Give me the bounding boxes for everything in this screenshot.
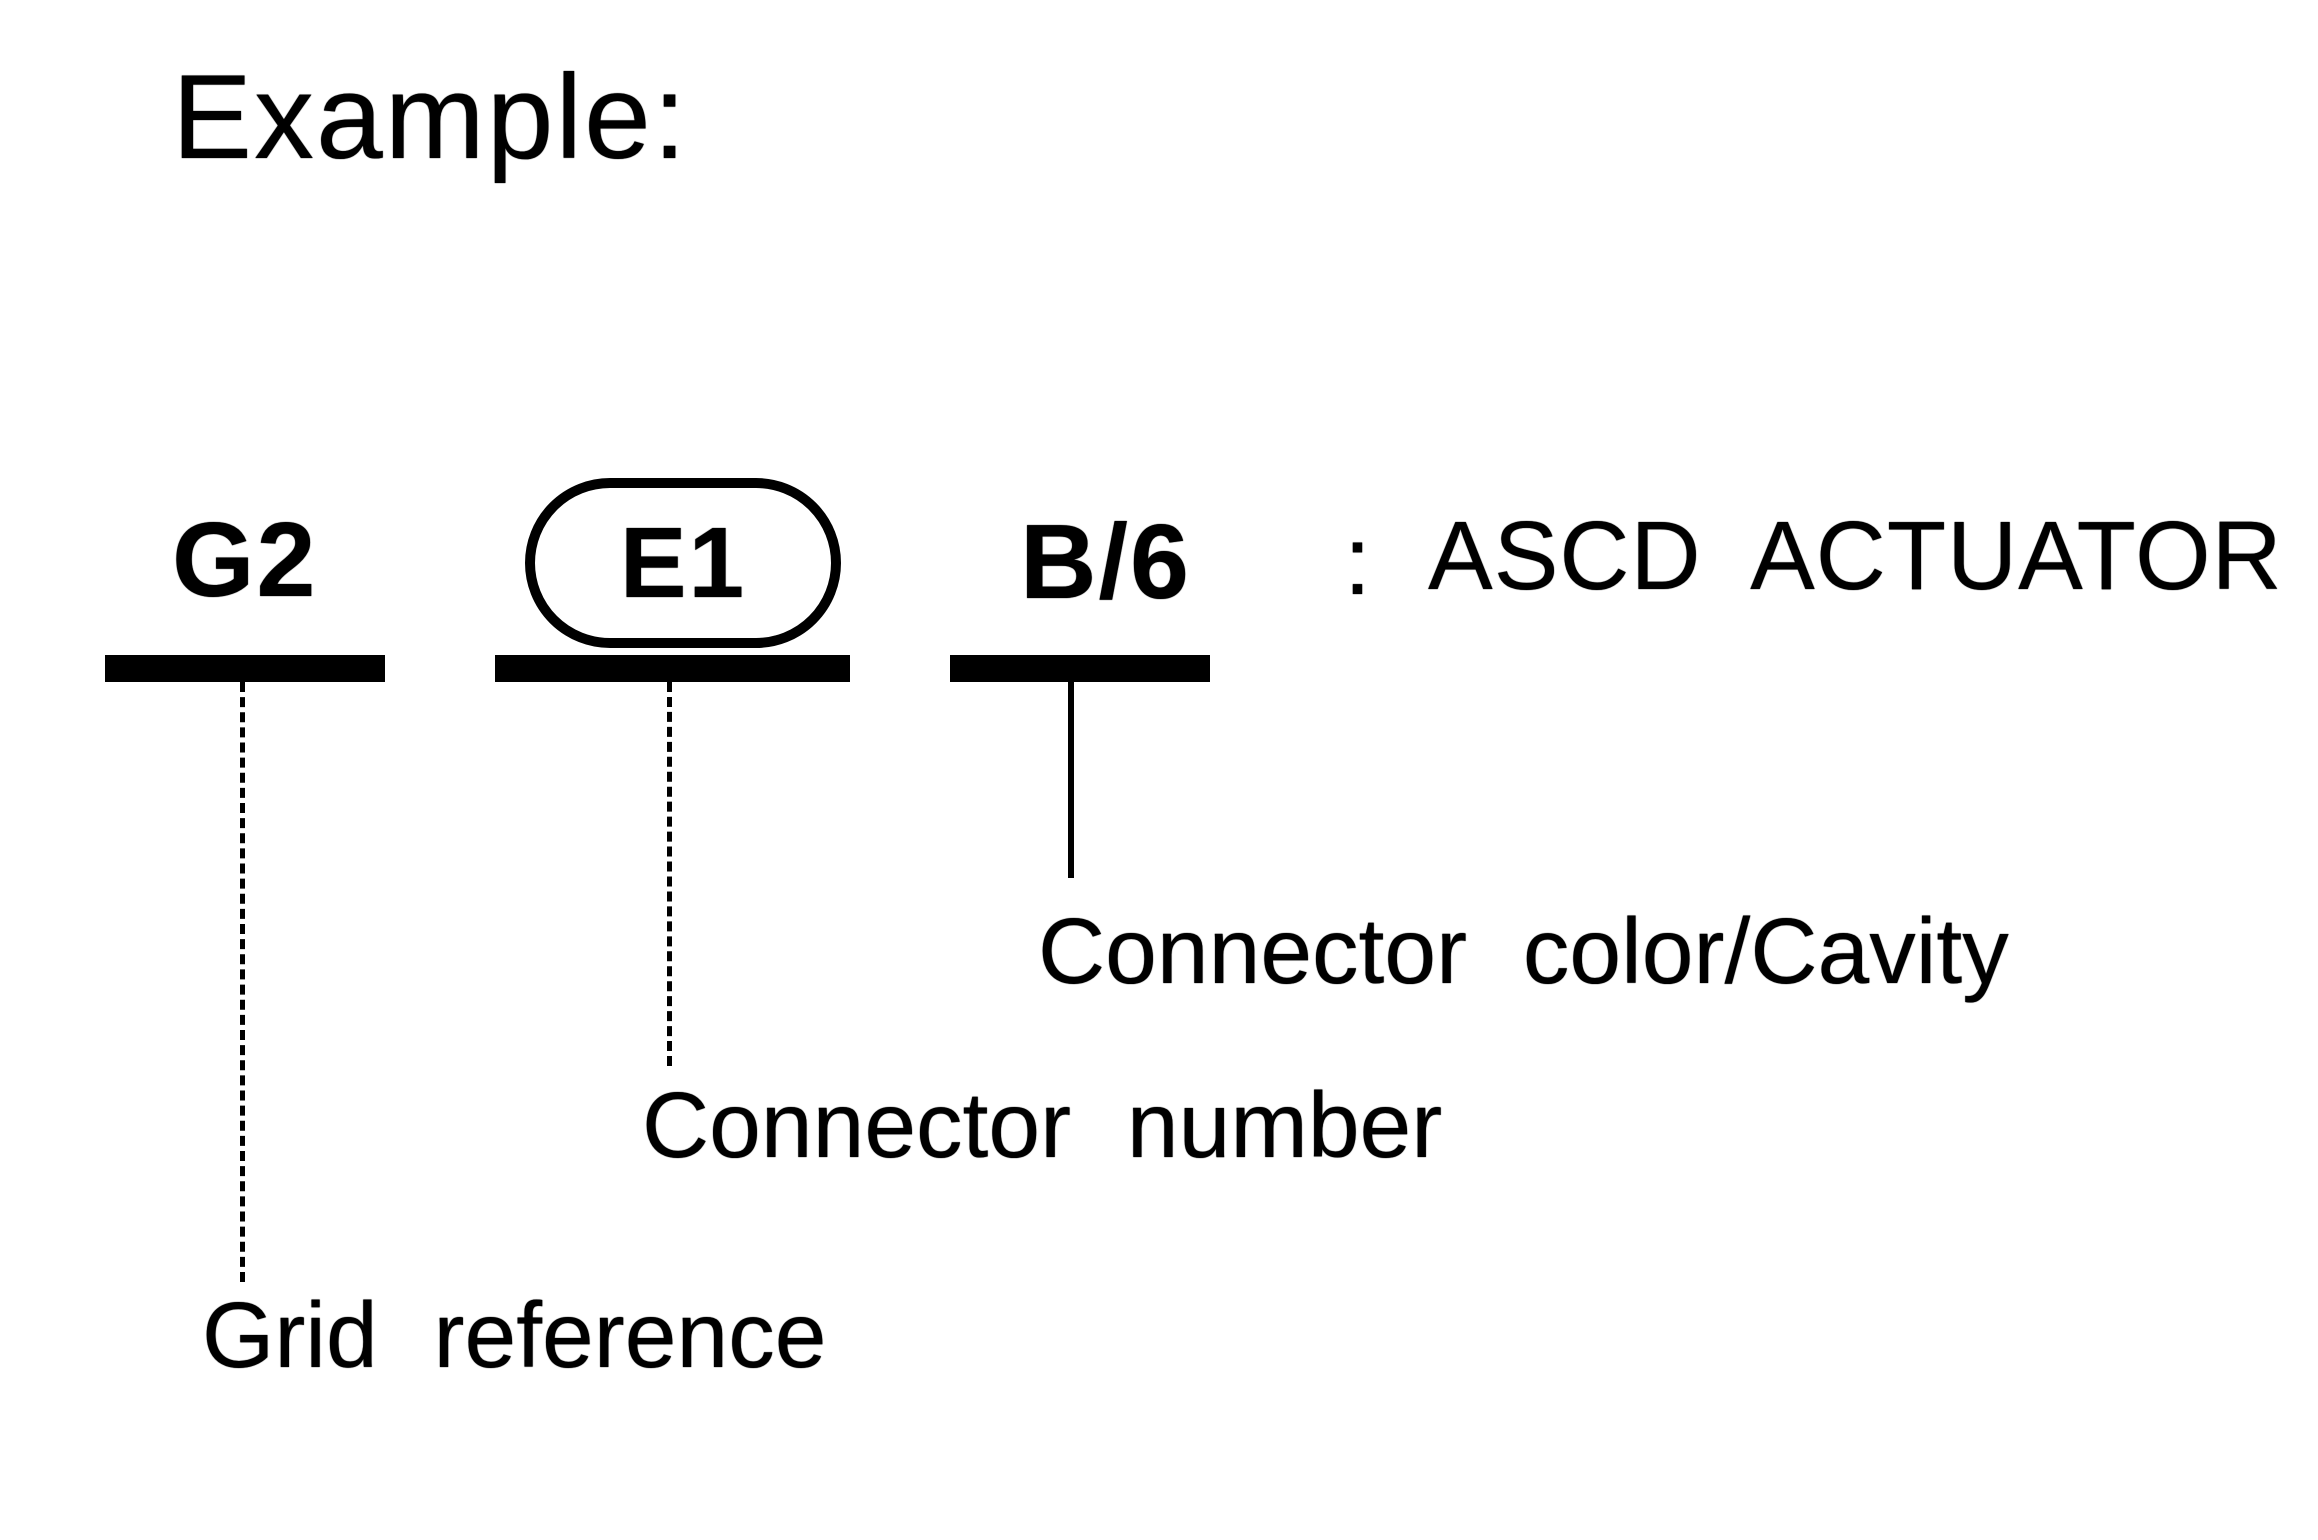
connector-color-cavity-underline [950,655,1210,682]
device-name: ASCD ACTUATOR [1428,501,2283,610]
colon-separator: : [1344,506,1371,615]
connector-number-underline [495,655,850,682]
grid-reference-code: G2 [172,501,318,619]
example-title: Example: [172,50,689,184]
connector-color-cavity-code: B/6 [1020,503,1191,621]
connector-number-leader-line [667,682,672,1066]
connector-color-cavity-leader-line [1068,682,1074,878]
connector-number-label: Connector number [642,1073,1443,1177]
connector-color-cavity-label: Connector color/Cavity [1038,899,2009,1003]
grid-reference-leader-line [240,682,245,1282]
connector-number-code: E1 [619,506,747,619]
connector-number-oval: E1 [525,478,841,648]
grid-reference-label: Grid reference [202,1283,827,1387]
grid-reference-underline [105,655,385,682]
